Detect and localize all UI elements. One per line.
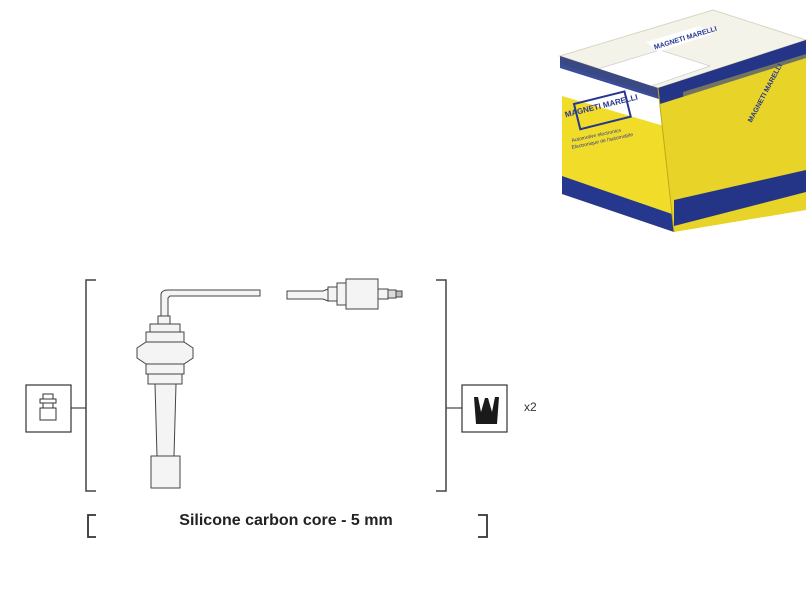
spark-plug-boot: [136, 289, 261, 489]
caption-right-bracket: [478, 514, 488, 538]
left-bracket: [85, 279, 96, 492]
cable-clip-icon: [461, 384, 508, 433]
spark-plug-connector-icon: [25, 384, 72, 433]
caption-left-bracket: [87, 514, 96, 538]
product-box-photo: MAGNETI MARELLI MAGNETI MARELLI MAGNETI …: [558, 9, 808, 233]
clip-quantity: x2: [524, 400, 537, 414]
coil-connector: [286, 278, 403, 310]
core-type-caption: Silicone carbon core - 5 mm: [179, 512, 393, 529]
right-bracket: [436, 279, 447, 492]
